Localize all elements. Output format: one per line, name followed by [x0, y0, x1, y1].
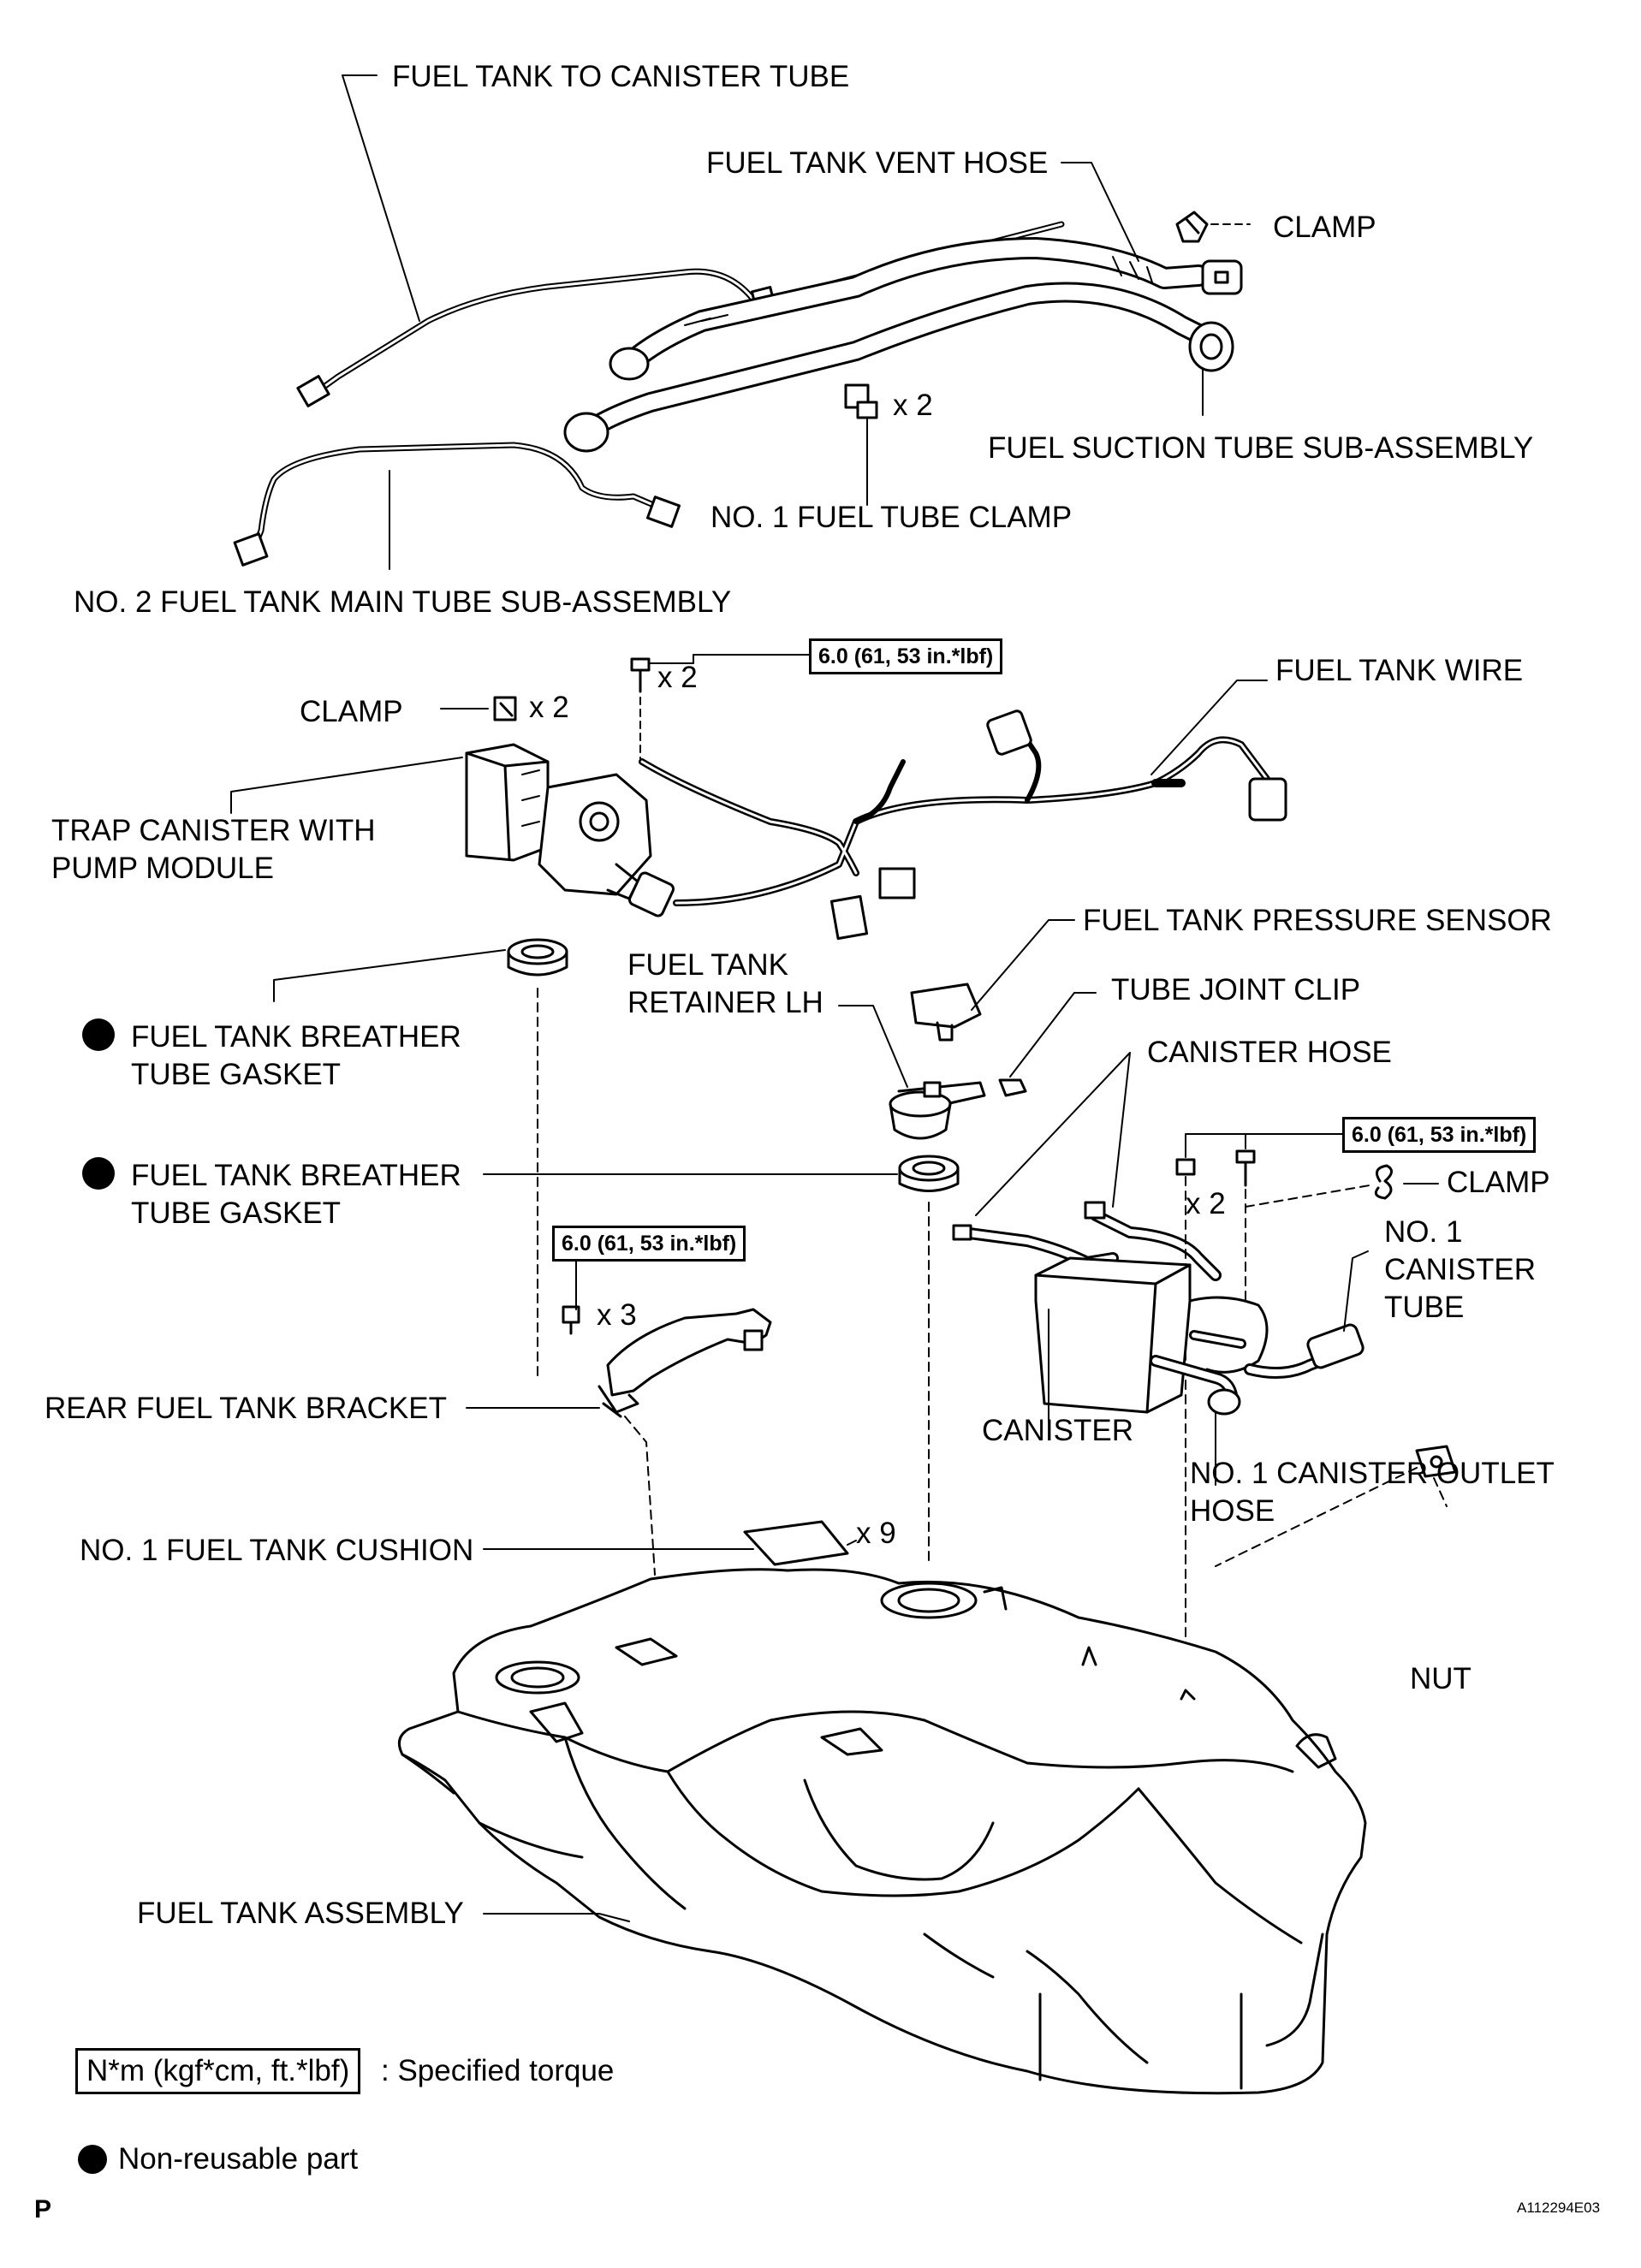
clamp-right-icon: [1376, 1166, 1391, 1198]
label-trap-canister-line2: PUMP MODULE: [51, 852, 274, 885]
qty-bracket-bolt: x 3: [597, 1298, 637, 1332]
no1-canister-tube: [1250, 1323, 1365, 1373]
leader-canister-tube: [1344, 1251, 1368, 1331]
leader-retainer: [839, 1006, 907, 1087]
label-breather-gasket-2-line2: TUBE GASKET: [131, 1196, 342, 1230]
fuel-suction-tube: [565, 293, 1233, 451]
fuel-tank-assembly-body: [399, 1570, 1365, 2093]
qty-fuel-tube-clamp: x 2: [893, 389, 933, 422]
leader-tube-joint-clip: [1010, 993, 1096, 1077]
fuel-tank-pressure-sensor-icon: [912, 984, 980, 1040]
label-breather-gasket-1-line2: TUBE GASKET: [131, 1058, 342, 1091]
fuel-tank-wire: [642, 709, 1286, 939]
leader-fuel-tank-wire: [1151, 680, 1267, 775]
bracket-bolt-icon: [563, 1307, 579, 1333]
leader-trap-canister: [231, 757, 462, 813]
label-no1-canister-tube-line2: CANISTER: [1384, 1253, 1536, 1286]
label-trap-canister-line1: TRAP CANISTER WITH: [51, 814, 376, 847]
figure-id: A112294E03: [1517, 2200, 1601, 2216]
leader-pressure-sensor: [972, 920, 1074, 1010]
clamp-top-icon: [1177, 212, 1207, 241]
section-letter: P: [34, 2195, 52, 2223]
label-canister: CANISTER: [982, 1414, 1133, 1447]
label-clamp-mid: CLAMP: [300, 695, 403, 728]
label-fuel-tank-retainer-line2: RETAINER LH: [627, 986, 823, 1019]
rear-fuel-tank-bracket-icon: [599, 1309, 770, 1416]
leader-torque-t2: [1186, 1134, 1344, 1157]
leader-gasket-1: [274, 950, 505, 1001]
label-fuel-tank-wire: FUEL TANK WIRE: [1275, 654, 1524, 687]
leader-cushion: [484, 1541, 856, 1549]
leader-nut: [1216, 1468, 1447, 1566]
leader-vent-hose: [1061, 163, 1139, 261]
bolt-top-icon: [632, 659, 649, 692]
qty-bolt-top: x 2: [657, 661, 698, 694]
torque-box-1: 6.0 (61, 53 in.*lbf): [809, 638, 1003, 674]
nonreusable-dot-icon: [82, 1018, 115, 1051]
fuel-tank-retainer-lh-icon: [890, 1083, 984, 1138]
clamp-mid-icon: [495, 698, 515, 720]
torque-box-2: 6.0 (61, 53 in.*lbf): [1342, 1117, 1537, 1153]
nut-icon: [1417, 1446, 1455, 1476]
canister-bolt-dash: [1186, 1177, 1370, 1703]
qty-clamp-mid: x 2: [529, 691, 569, 724]
no2-fuel-tank-main-tube: [235, 445, 679, 565]
label-fuel-suction-tube: FUEL SUCTION TUBE SUB-ASSEMBLY: [988, 431, 1534, 465]
label-no1-fuel-tank-cushion: NO. 1 FUEL TANK CUSHION: [80, 1534, 474, 1567]
fuel-tank-vent-hose: [610, 248, 1241, 379]
label-no1-canister-outlet-line2: HOSE: [1190, 1494, 1275, 1528]
leader-torque-t1: [651, 655, 809, 663]
label-fuel-tank-retainer-line1: FUEL TANK: [627, 948, 789, 982]
torque-box-3: 6.0 (61, 53 in.*lbf): [552, 1226, 746, 1262]
label-clamp-top: CLAMP: [1273, 211, 1376, 244]
leader-canister-hose: [976, 1053, 1130, 1215]
qty-cushion: x 9: [856, 1517, 896, 1550]
canister-bolts-icon: [1177, 1151, 1254, 1185]
label-fuel-tank-to-canister-tube: FUEL TANK TO CANISTER TUBE: [392, 60, 850, 93]
tube-joint-clip-icon: [1000, 1080, 1026, 1095]
leader-fuel-tank-assembly: [484, 1914, 629, 1921]
label-breather-gasket-1-line1: FUEL TANK BREATHER: [131, 1020, 461, 1054]
qty-canister-bolt: x 2: [1186, 1187, 1226, 1220]
label-no2-fuel-tank-main-tube: NO. 2 FUEL TANK MAIN TUBE SUB-ASSEMBLY: [74, 585, 732, 619]
label-fuel-tank-assembly: FUEL TANK ASSEMBLY: [137, 1897, 464, 1930]
label-rear-fuel-tank-bracket: REAR FUEL TANK BRACKET: [45, 1392, 448, 1425]
label-breather-gasket-2-line1: FUEL TANK BREATHER: [131, 1159, 461, 1192]
nonreusable-dot-icon: [82, 1157, 115, 1190]
label-fuel-tank-vent-hose: FUEL TANK VENT HOSE: [706, 146, 1049, 180]
legend-torque-text: : Specified torque: [381, 2054, 615, 2087]
label-nut: NUT: [1410, 1662, 1472, 1695]
breather-gasket-2-icon: [900, 1156, 958, 1191]
no1-fuel-tube-clamp-icon: [846, 385, 877, 418]
label-canister-hose: CANISTER HOSE: [1147, 1036, 1392, 1069]
canister-body: [1036, 1258, 1267, 1414]
legend-nonreusable-dot-icon: [78, 2145, 107, 2174]
trap-canister-pump-module: [467, 745, 675, 917]
label-clamp-right: CLAMP: [1447, 1166, 1550, 1199]
label-no1-canister-tube-line1: NO. 1: [1384, 1215, 1463, 1249]
breather-gasket-1-icon: [508, 940, 567, 975]
bracket-dash: [625, 1416, 655, 1575]
label-no1-canister-tube-line3: TUBE: [1384, 1291, 1465, 1324]
legend-nonreusable-text: Non-reusable part: [118, 2142, 359, 2176]
label-fuel-tank-pressure-sensor: FUEL TANK PRESSURE SENSOR: [1083, 904, 1552, 937]
legend-torque-box: N*m (kgf*cm, ft.*lbf): [75, 2048, 361, 2094]
label-no1-canister-outlet-line1: NO. 1 CANISTER OUTLET: [1190, 1457, 1555, 1490]
fuel-tank-cushion-icon: [745, 1522, 847, 1564]
label-tube-joint-clip: TUBE JOINT CLIP: [1111, 973, 1361, 1006]
leader-tank-to-canister: [342, 75, 419, 321]
label-no1-fuel-tube-clamp: NO. 1 FUEL TUBE CLAMP: [711, 501, 1073, 534]
